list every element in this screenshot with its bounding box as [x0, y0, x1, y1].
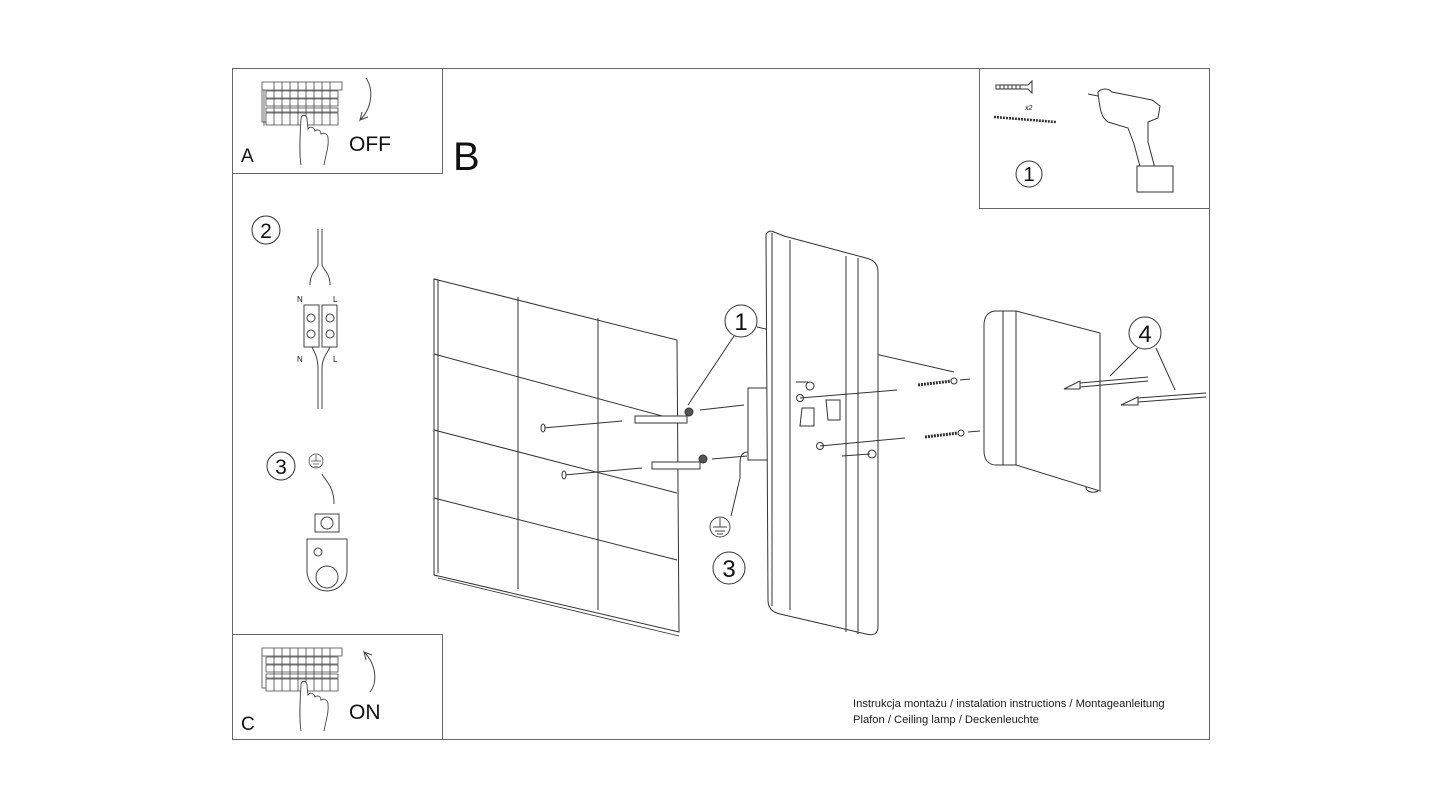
quantity-label: x2 [1024, 105, 1033, 112]
panel-a-action: OFF [349, 133, 391, 156]
wall-plug-icon [995, 79, 1033, 95]
panel-c-letter: C [241, 714, 255, 735]
hand-icon [299, 114, 329, 166]
panel-c-frame [232, 634, 443, 740]
junction-box [730, 387, 769, 517]
footer-line-2: Plafon / Ceiling lamp / Deckenleuchte [853, 714, 1039, 726]
callout-1-number: 1 [734, 309, 747, 336]
screw-icon [993, 115, 1057, 124]
tools-step-number: 1 [1023, 164, 1034, 186]
insertion-arrows [1063, 376, 1207, 406]
live-bottom-label: L [333, 355, 338, 364]
breaker-box-icon [261, 647, 343, 692]
wall-anchors [540, 404, 748, 480]
wall-tiles [433, 278, 680, 637]
ground-step-number: 3 [275, 456, 287, 479]
callout-3: 3 [712, 551, 746, 585]
panel-a-frame [232, 68, 443, 174]
breaker-box-icon [261, 81, 343, 126]
live-top-label: L [333, 295, 338, 304]
drill-icon [1087, 88, 1174, 193]
panel-a: OFF A [232, 68, 443, 174]
callout-1: 1 [687, 304, 955, 406]
neutral-bottom-label: N [297, 355, 303, 364]
step-1-circle [1015, 160, 1043, 188]
footer-line-1: Instrukcja montażu / instalation instruc… [853, 698, 1165, 710]
ground-symbol-icon [709, 516, 731, 538]
callout-4: 4 [1109, 316, 1176, 391]
lamp-cover [983, 310, 1101, 493]
callout-4-number: 4 [1138, 321, 1151, 348]
ground-symbol-icon [308, 453, 324, 469]
panel-c: ON C [232, 634, 443, 740]
ground-terminal-icon [306, 473, 348, 592]
terminal-block-icon [303, 229, 338, 409]
arrow-up-icon [363, 650, 376, 693]
wiring-step-number: 2 [260, 220, 272, 243]
wiring-step: 2 N L N L [251, 215, 338, 409]
neutral-top-label: N [297, 295, 303, 304]
footer-caption: Instrukcja montażu / instalation instruc… [853, 696, 1165, 728]
panel-tools: x2 1 [979, 68, 1210, 209]
hand-icon [299, 680, 329, 732]
panel-b-letter: B [453, 135, 480, 179]
panel-a-letter: A [241, 146, 254, 167]
ground-step: 3 [266, 451, 348, 592]
outer-frame [232, 68, 1210, 740]
callout-3-number: 3 [722, 556, 735, 583]
panel-c-action: ON [349, 701, 381, 724]
arrow-down-icon [359, 77, 372, 122]
screws-right [917, 377, 981, 439]
lamp-body [765, 230, 906, 636]
